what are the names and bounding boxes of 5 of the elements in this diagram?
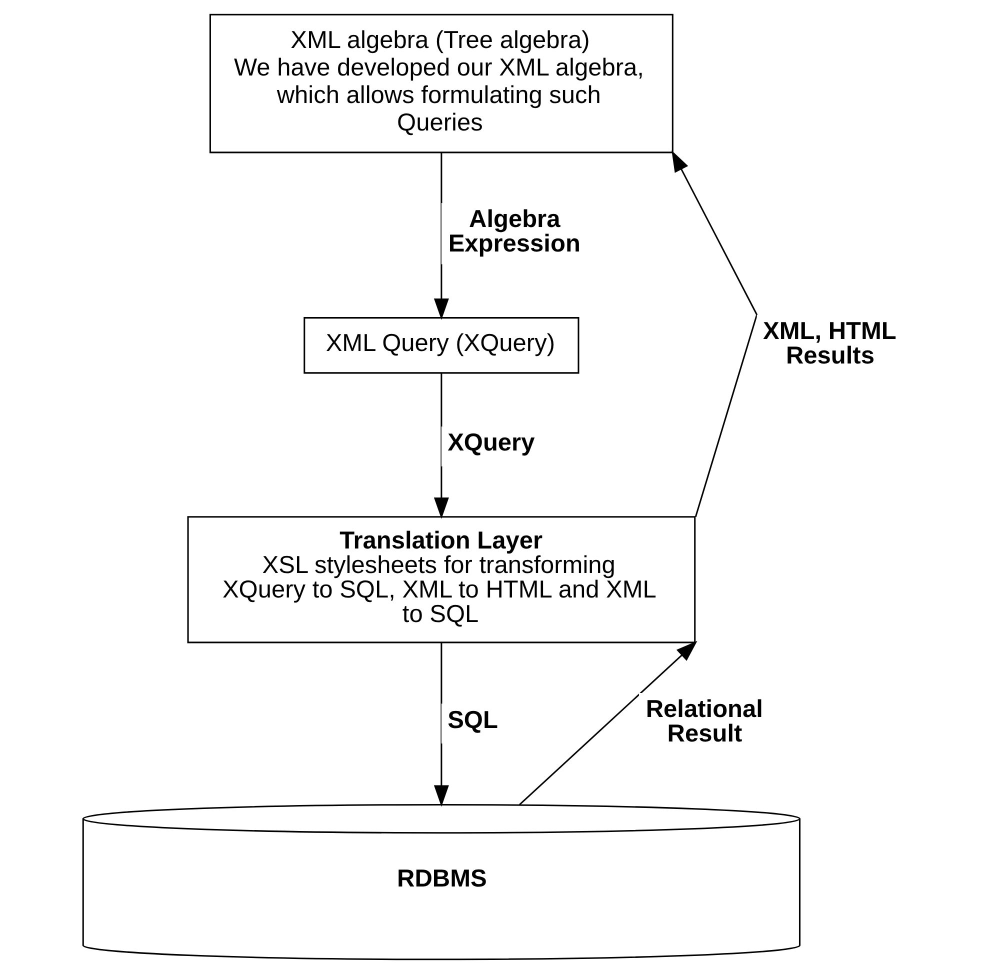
edge-label: SQL [448, 706, 498, 734]
edge-label: XML, HTML Results [763, 318, 896, 370]
edge-label: XQuery [448, 430, 535, 457]
edge-label: Algebra Expression [448, 206, 580, 258]
edge-label: Relational Result [646, 696, 763, 748]
